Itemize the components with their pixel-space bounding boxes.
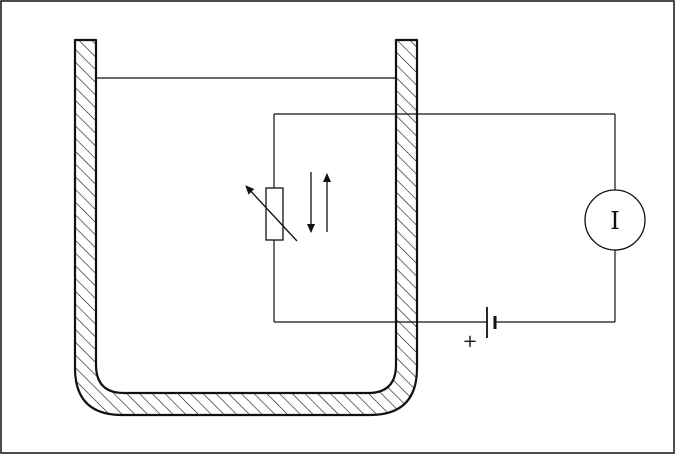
current-direction-arrows (307, 172, 331, 233)
variable-resistor (245, 185, 298, 242)
ammeter-label: I (610, 207, 619, 235)
ammeter-circle (584, 189, 646, 251)
ammeter: I (584, 189, 646, 251)
battery: + (462, 307, 497, 352)
circuit-wires (273, 113, 616, 323)
resistor-body (265, 187, 284, 241)
resistor-adjust-arrow (245, 185, 298, 242)
tank-wall (73, 38, 419, 417)
battery-plus-label: + (462, 331, 477, 352)
